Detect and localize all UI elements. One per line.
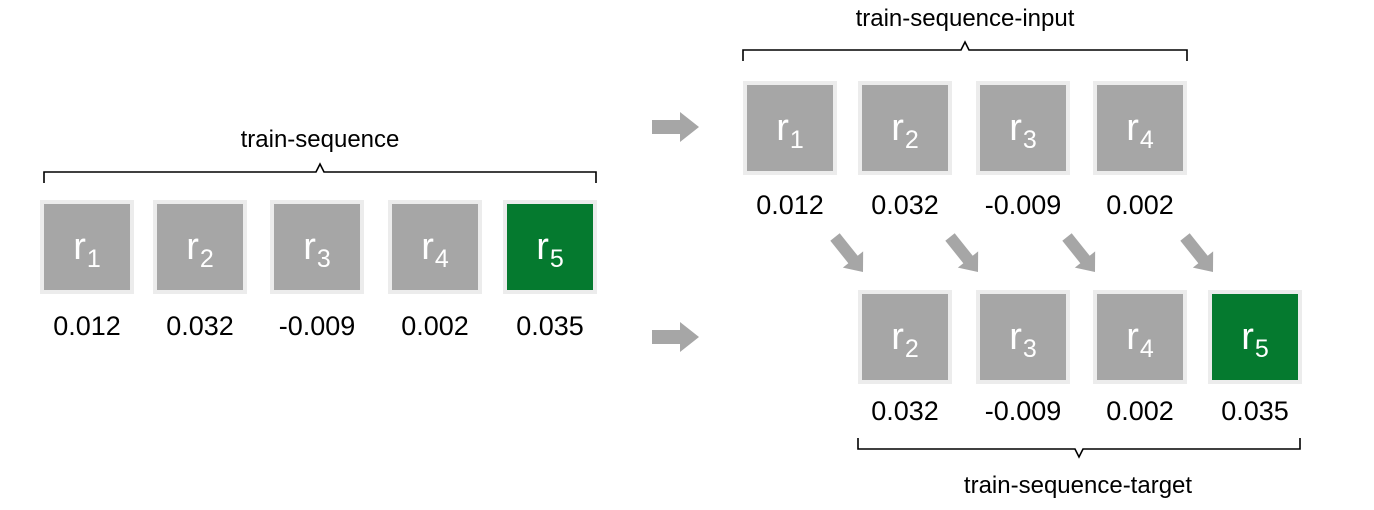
tile-value: 0.032 bbox=[871, 396, 939, 426]
tile-variable: r bbox=[421, 226, 434, 268]
train-sequence-input-brace bbox=[742, 40, 1188, 61]
arrow-down-right-icon bbox=[1180, 233, 1214, 272]
tile-subscript: 5 bbox=[1254, 334, 1269, 363]
tile-value: -0.009 bbox=[984, 396, 1062, 426]
tile-value: 0.012 bbox=[756, 190, 824, 220]
tile-subscript: 2 bbox=[904, 334, 919, 363]
tile-variable: r bbox=[1126, 316, 1139, 358]
tile-subscript: 1 bbox=[86, 244, 101, 273]
tile-value: 0.035 bbox=[516, 311, 584, 341]
tile-variable: r bbox=[1241, 316, 1254, 358]
tile-subscript: 3 bbox=[316, 244, 331, 273]
arrow-down-right-icon bbox=[1062, 233, 1096, 272]
tile-value: 0.032 bbox=[871, 190, 939, 220]
train-sequence-target-brace bbox=[857, 438, 1301, 459]
tile-subscript: 2 bbox=[199, 244, 214, 273]
tile-variable: r bbox=[303, 226, 316, 268]
tile-variable: r bbox=[1009, 107, 1022, 149]
tile-subscript: 3 bbox=[1022, 125, 1037, 154]
train-sequence-brace bbox=[43, 162, 597, 183]
train-sequence-label: train-sequence bbox=[240, 126, 400, 153]
tile-variable: r bbox=[536, 226, 549, 268]
tile-subscript: 1 bbox=[789, 125, 804, 154]
tile-value: 0.012 bbox=[53, 311, 121, 341]
tile-subscript: 4 bbox=[1139, 334, 1154, 363]
tile-subscript: 5 bbox=[549, 244, 564, 273]
arrow-down-right-icon bbox=[830, 233, 864, 272]
tile-variable: r bbox=[891, 316, 904, 358]
tile-variable: r bbox=[1009, 316, 1022, 358]
tile-value: -0.009 bbox=[984, 190, 1062, 220]
tile-subscript: 4 bbox=[1139, 125, 1154, 154]
arrow-right-icon bbox=[652, 322, 699, 352]
tile-value: 0.002 bbox=[1106, 396, 1174, 426]
tile-value: 0.035 bbox=[1221, 396, 1289, 426]
tile-subscript: 3 bbox=[1022, 334, 1037, 363]
tile-value: 0.002 bbox=[1106, 190, 1174, 220]
tile-variable: r bbox=[1126, 107, 1139, 149]
arrow-down-right-icon bbox=[945, 233, 979, 272]
tile-value: -0.009 bbox=[278, 311, 356, 341]
train-sequence-input-label: train-sequence-input bbox=[855, 5, 1075, 32]
tile-value: 0.002 bbox=[401, 311, 469, 341]
tile-variable: r bbox=[73, 226, 86, 268]
tile-variable: r bbox=[891, 107, 904, 149]
tile-variable: r bbox=[186, 226, 199, 268]
tile-subscript: 2 bbox=[904, 125, 919, 154]
tile-variable: r bbox=[776, 107, 789, 149]
train-sequence-target-label: train-sequence-target bbox=[963, 472, 1193, 499]
tile-subscript: 4 bbox=[434, 244, 449, 273]
tile-value: 0.032 bbox=[166, 311, 234, 341]
arrow-right-icon bbox=[652, 112, 699, 142]
